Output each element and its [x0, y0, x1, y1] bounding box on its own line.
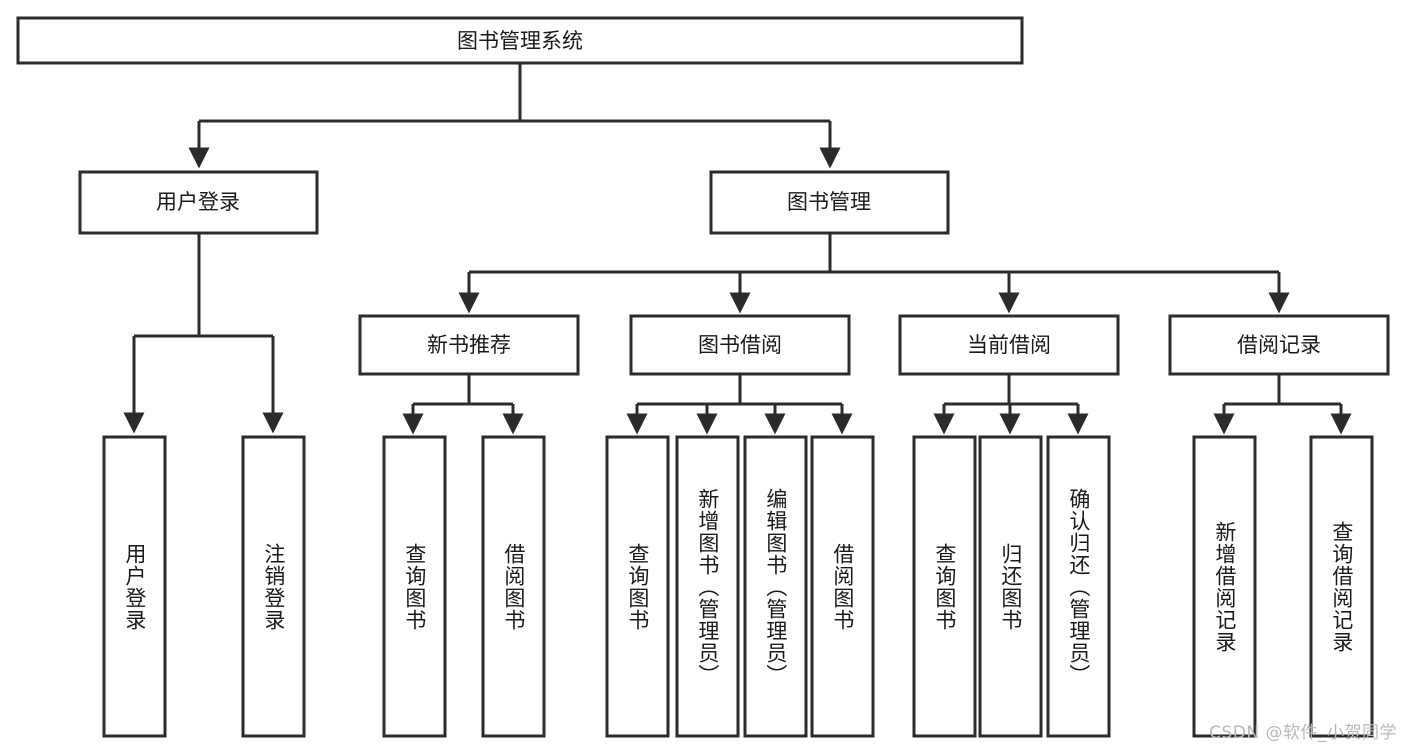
leaf-box-user-login-2[interactable]	[241, 435, 306, 738]
leaf-box-book-borrow-4[interactable]	[810, 435, 875, 738]
leaf-box-book-borrow-3[interactable]	[743, 435, 808, 738]
node-book-manage[interactable]: 图书管理	[709, 170, 950, 235]
node-borrow-record[interactable]: 借阅记录	[1168, 314, 1390, 376]
node-user-login-label: 用户登录	[156, 190, 240, 214]
node-user-login-box[interactable]	[78, 170, 319, 235]
leaf-box-book-borrow-1[interactable]	[605, 435, 670, 738]
connectors	[123, 63, 1352, 435]
leaf-box-user-login-1[interactable]	[102, 435, 167, 738]
node-current-borrow[interactable]: 当前借阅	[898, 314, 1120, 376]
leaf-boxes-user-login	[102, 435, 306, 738]
node-new-book-recommend-label: 新书推荐	[427, 333, 511, 357]
node-book-manage-box[interactable]	[709, 170, 950, 235]
node-root-label: 图书管理系统	[457, 29, 583, 53]
leaf-box-current-borrow-3[interactable]	[1046, 435, 1111, 738]
leaf-boxes-book-borrow	[605, 435, 875, 738]
node-root-box[interactable]	[16, 16, 1024, 65]
leaf-box-current-borrow-2[interactable]	[978, 435, 1043, 738]
leaf-box-current-borrow-1[interactable]	[912, 435, 977, 738]
node-book-manage-label: 图书管理	[787, 190, 871, 214]
node-root[interactable]: 图书管理系统	[16, 16, 1024, 65]
leaf-box-new-book-1[interactable]	[382, 435, 447, 738]
leaf-boxes-current-borrow	[912, 435, 1111, 738]
leaf-box-borrow-record-2[interactable]	[1309, 435, 1374, 738]
node-borrow-record-label: 借阅记录	[1237, 333, 1321, 357]
leaf-box-borrow-record-1[interactable]	[1192, 435, 1257, 738]
node-user-login[interactable]: 用户登录	[78, 170, 319, 235]
leaf-boxes-borrow-record	[1192, 435, 1374, 738]
node-new-book-recommend-box[interactable]	[358, 314, 580, 376]
leaf-boxes-new-book-recommend	[382, 435, 546, 738]
node-book-borrow-box[interactable]	[629, 314, 851, 376]
node-current-borrow-box[interactable]	[898, 314, 1120, 376]
leaf-box-book-borrow-2[interactable]	[675, 435, 740, 738]
leaf-box-new-book-2[interactable]	[481, 435, 546, 738]
csdn-watermark: CSDN @软件_小贺同学	[1209, 723, 1397, 743]
node-borrow-record-box[interactable]	[1168, 314, 1390, 376]
node-new-book-recommend[interactable]: 新书推荐	[358, 314, 580, 376]
node-current-borrow-label: 当前借阅	[967, 333, 1051, 357]
node-book-borrow[interactable]: 图书借阅	[629, 314, 851, 376]
node-book-borrow-label: 图书借阅	[698, 333, 782, 357]
